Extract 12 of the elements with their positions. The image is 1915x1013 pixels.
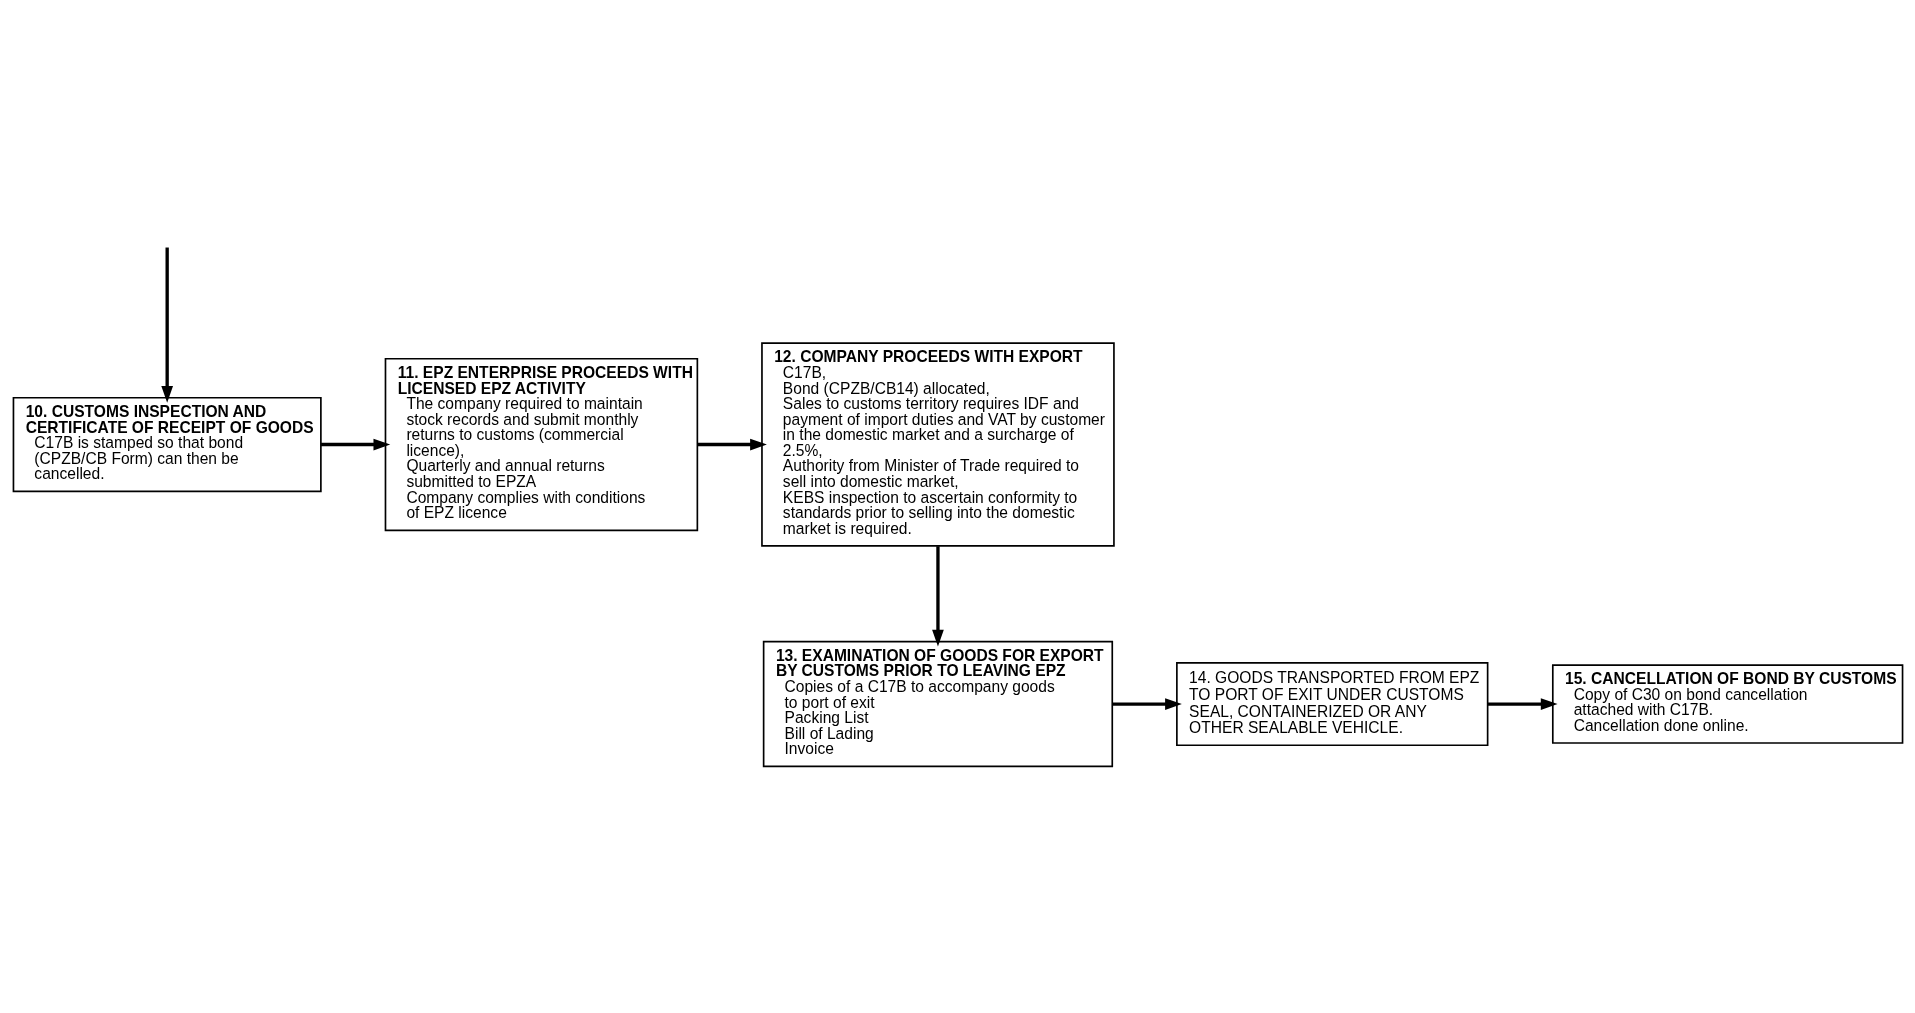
arrow	[1111, 698, 1182, 710]
node-box: 15. CANCELLATION OF BOND BY CUSTOMS Copy of C30 on bond cancellation attached with C17B. Cancellation done online.	[1551, 664, 1903, 744]
node-box: 14. GOODS TRANSPORTED FROM EPZ TO PORT OF EXIT UNDER CUSTOMS SEAL, CONTAINERIZED OR ANY OTHER SEALABLE VEHICLE.	[1175, 662, 1488, 747]
arrow	[1487, 698, 1558, 710]
node-box: 10. CUSTOMS INSPECTION AND CERTIFICATE OF RECEIPT OF GOODS C17B is stamped so that bond (CPZB/CB Form) can then be cancelled.	[12, 396, 322, 493]
node-box: 13. EXAMINATION OF GOODS FOR EXPORT BY CUSTOMS PRIOR TO LEAVING EPZ Copies of a C17B to accompany goods to port of exit Packing List Bill of Lading Invoice	[762, 640, 1113, 768]
arrow	[697, 438, 767, 451]
arrow	[931, 546, 944, 647]
node-box: 12. COMPANY PROCEEDS WITH EXPORT C17B, Bond (CPZB/CB14) allocated, Sales to customs territory requires IDF and payment of import duties and VAT by customer in the domestic market and a surcharge of 2.5%, Authority from Minister of Trade required to sell into domestic market, KEBS inspection to ascertain conformity to standards prior to selling into the domestic market is required.	[760, 342, 1115, 547]
node-box: 11. EPZ ENTERPRISE PROCEEDS WITH LICENSED EPZ ACTIVITY The company required to maintain stock records and submit monthly returns to customs (commercial licence), Quarterly and annual returns submitted to EPZA Company complies with conditions of EPZ licence	[384, 357, 698, 532]
arrow	[160, 247, 173, 403]
arrow	[320, 438, 390, 451]
